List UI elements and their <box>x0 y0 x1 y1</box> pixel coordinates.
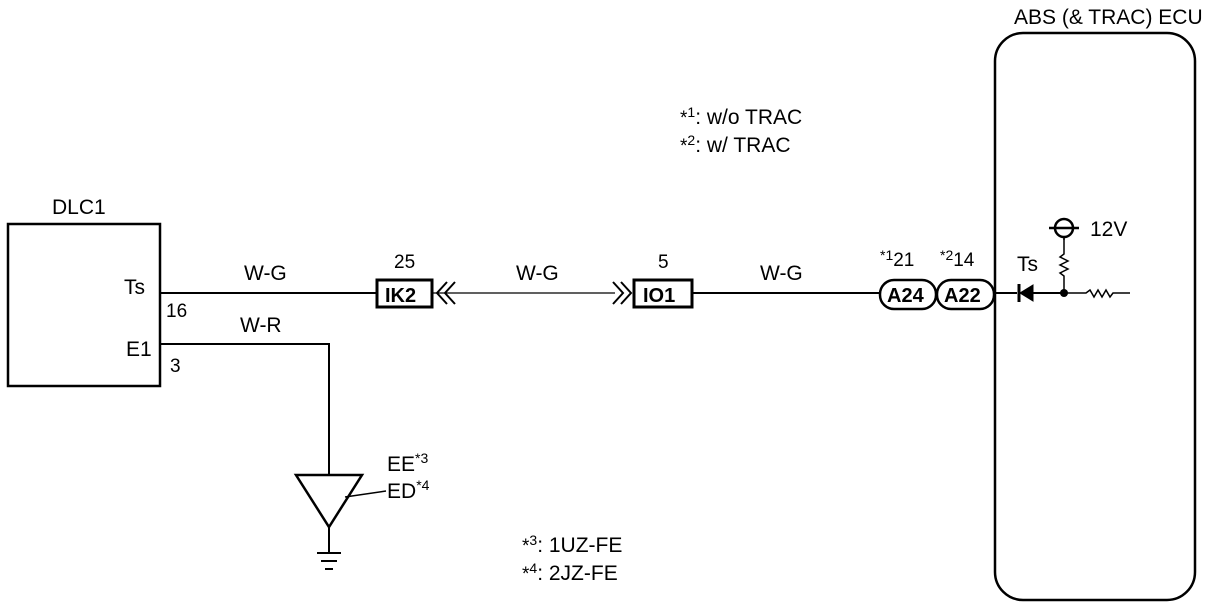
connector-ik2-name: IK2 <box>385 285 416 307</box>
ground-note-ee: *3 <box>415 450 428 466</box>
connector-a24-name: A24 <box>887 285 925 307</box>
connector-ik2-chevron <box>435 281 456 305</box>
connector-a22-pin: 14 <box>953 250 975 271</box>
ground-note-ed: *4 <box>416 477 429 493</box>
connector-a22-name: A22 <box>944 285 981 307</box>
connector-io1-name: IO1 <box>643 285 675 307</box>
legend-item: *3: 1UZ-FE <box>522 532 622 557</box>
legend-item: *2: w/ TRAC <box>680 132 791 157</box>
ground-label-ee: EE <box>387 453 415 476</box>
ground-symbol <box>293 473 387 570</box>
e1-wire <box>160 343 330 475</box>
svg-text:*121: *121 <box>880 247 914 271</box>
ecu-12v-supply <box>1049 217 1079 240</box>
legend-trac-variants: *1: w/o TRAC *2: w/ TRAC <box>680 104 802 157</box>
wire-label-ts-mid: W-G <box>516 262 559 285</box>
abs-trac-ecu: ABS (& TRAC) ECU Ts 12V <box>993 6 1203 602</box>
legend-item: *4: 2JZ-FE <box>522 560 618 585</box>
svg-text:EE*3: EE*3 <box>387 450 428 476</box>
dlc1-pin-e1-label: E1 <box>126 338 152 361</box>
connector-io1-pin: 5 <box>658 252 669 273</box>
wire-label-ts-right: W-G <box>760 262 803 285</box>
ecu-terminal-label: Ts <box>1017 253 1038 276</box>
connector-ik2-pin: 25 <box>394 252 415 273</box>
wire-label-ts-left: W-G <box>244 262 287 285</box>
connector-io1-chevron <box>612 281 633 305</box>
ecu-pullup-resistor <box>1058 238 1070 293</box>
dlc1-pin-ts-label: Ts <box>124 276 145 299</box>
connector-io1: 5 IO1 <box>612 252 694 309</box>
legend-item: *1: w/o TRAC <box>680 104 802 129</box>
dlc1-connector: DLC1 Ts 16 E1 3 <box>6 196 187 388</box>
dlc1-pin-e1-number: 3 <box>170 356 181 377</box>
ecu-series-resistor <box>1064 288 1130 299</box>
connector-a24-note: *1 <box>880 247 893 263</box>
ecu-supply-label: 12V <box>1090 218 1127 241</box>
dlc1-pin-ts-number: 16 <box>166 301 187 322</box>
connector-a24-pin: 21 <box>893 250 914 271</box>
ecu-diode <box>1017 284 1034 302</box>
ecu-title: ABS (& TRAC) ECU <box>1014 6 1203 29</box>
wire-label-e1: W-R <box>240 314 282 337</box>
svg-text:*214: *214 <box>940 247 975 271</box>
legend-engine-variants: *3: 1UZ-FE *4: 2JZ-FE <box>522 532 622 585</box>
svg-text:ED*4: ED*4 <box>387 477 430 503</box>
ground-label-ed: ED <box>387 480 416 503</box>
connector-a24: *121 A24 <box>878 247 938 311</box>
connector-ik2: 25 IK2 <box>375 252 456 309</box>
dlc1-title: DLC1 <box>52 196 106 219</box>
connector-a22: *214 A22 <box>935 247 996 311</box>
connector-a22-note: *2 <box>940 247 953 263</box>
